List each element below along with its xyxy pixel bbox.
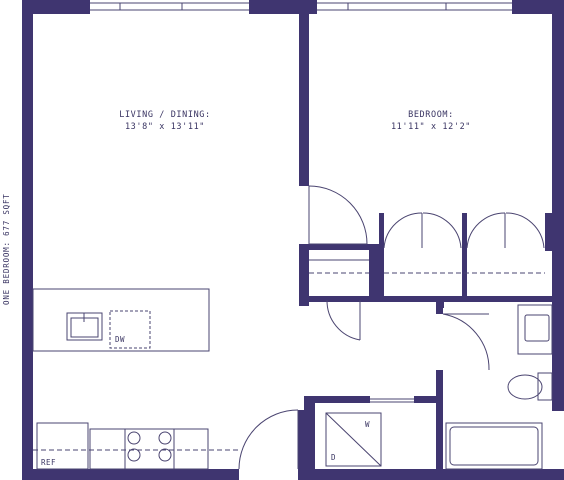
wall-laundry-top-right: [414, 396, 440, 403]
refrigerator: [36, 422, 89, 470]
wall-entry-post: [298, 410, 304, 480]
wall-bath-left-lower: [436, 370, 443, 480]
dryer-label: D: [331, 453, 336, 462]
wall-top-right: [512, 0, 564, 14]
wall-below-closets: [299, 296, 552, 302]
kitchen-counter: [89, 428, 209, 470]
wall-center-upper: [299, 0, 309, 186]
wall-left: [22, 0, 33, 480]
wall-laundry-left: [304, 396, 315, 480]
wall-bottom-left: [22, 469, 239, 480]
wall-laundry-top-left: [304, 396, 370, 403]
washer-dryer: [325, 412, 382, 467]
washer-label: W: [365, 420, 370, 429]
toilet-icon: [507, 374, 543, 400]
fixtures-lines: [32, 259, 553, 470]
wall-center-lower: [299, 244, 309, 306]
wall-right-lower: [552, 305, 564, 411]
wall-top-left: [22, 0, 90, 14]
dishwasher: [109, 310, 151, 349]
wall-hall-closet-top: [299, 244, 383, 250]
wall-closet-divider: [462, 213, 467, 300]
walls: [22, 0, 564, 480]
wall-bedroom-closet-right: [545, 213, 552, 251]
wall-bath-top: [436, 302, 444, 308]
bath-vanity: [517, 304, 553, 355]
bedroom-name: BEDROOM:: [408, 110, 454, 120]
dishwasher-label: DW: [115, 335, 125, 344]
wall-hall-closet-right: [369, 244, 383, 300]
wall-bottom-right: [298, 469, 564, 480]
bath-sink-icon: [524, 314, 550, 342]
unit-size-label: ONE BEDROOM: 677 SQFT: [2, 193, 11, 305]
kitchen-island: [32, 288, 210, 352]
living-room-name: LIVING / DINING:: [119, 110, 210, 120]
bathtub: [445, 422, 543, 470]
refrigerator-label: REF: [41, 458, 56, 467]
range-icon: [124, 428, 175, 470]
wall-right-upper: [552, 0, 564, 305]
doors: [238, 185, 545, 470]
bedroom-dims: 11'11" x 12'2": [391, 122, 471, 132]
living-room-dims: 13'8" x 13'11": [125, 122, 205, 132]
windows: [90, 2, 512, 11]
